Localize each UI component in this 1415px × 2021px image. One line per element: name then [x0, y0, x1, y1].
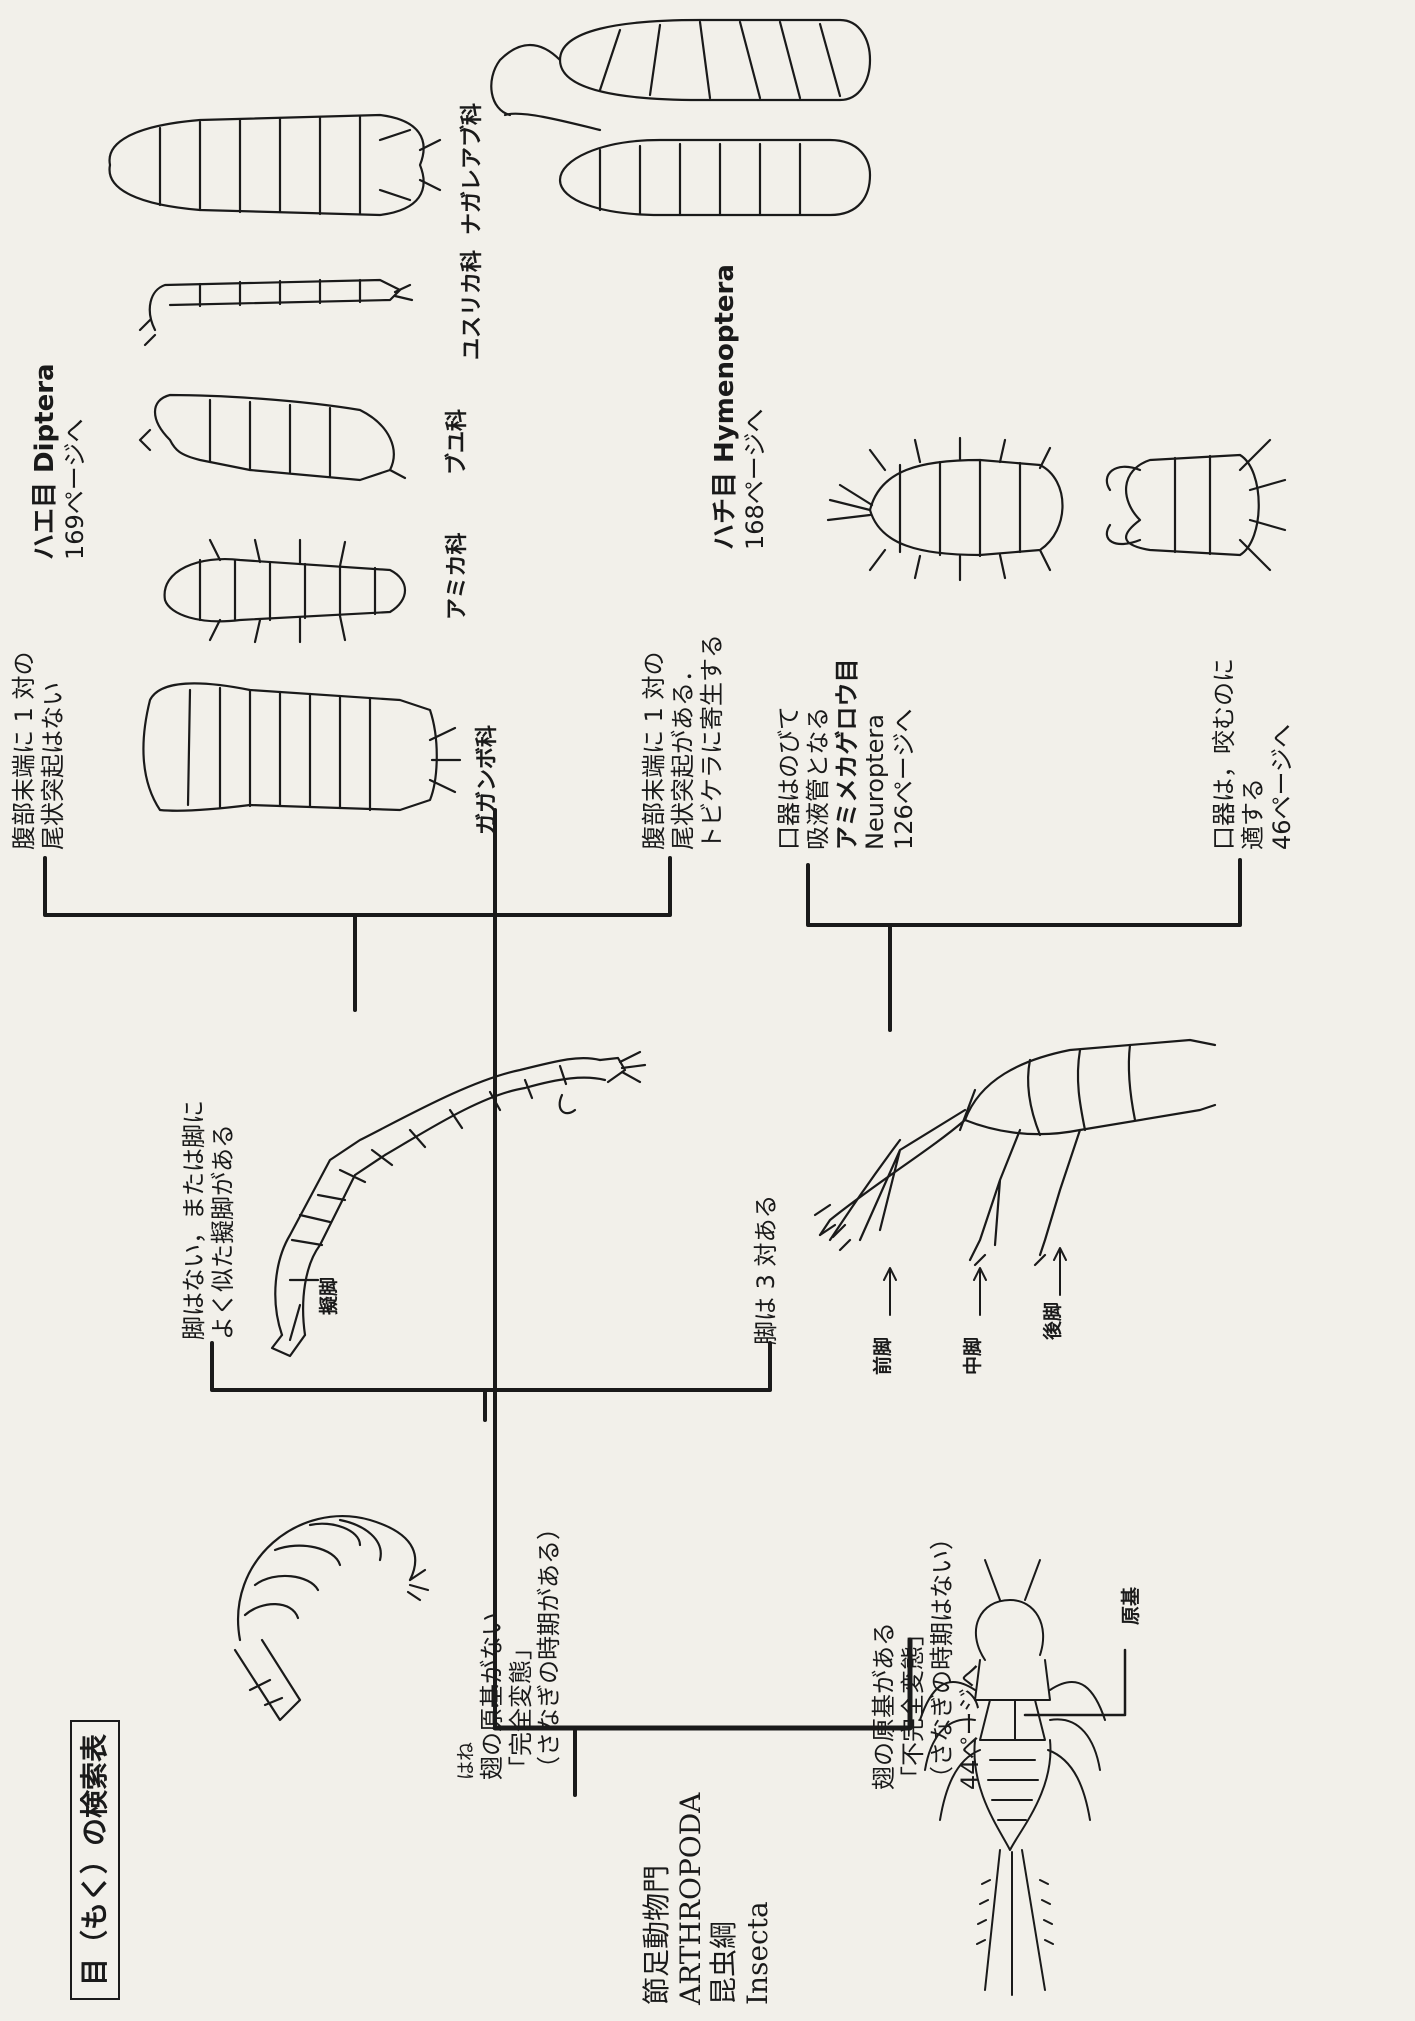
family-label-buyu: ブユ科: [445, 409, 471, 475]
neuroptera-label: 口器はのびて 吸液管となる アミメカゲロウ目 Neuroptera 126ページ…: [775, 658, 919, 850]
proleg-callout: 擬脚: [318, 1277, 341, 1315]
diptera-order-label: ハエ目 Diptera 169ページへ: [30, 363, 90, 560]
family-label-nagareabu: ナガレアブ科: [460, 103, 486, 235]
biting-mouthparts-label: 口器は，咬むのに 適する 46ページへ: [1210, 658, 1296, 850]
neuroptera-larva-drawing: [828, 438, 1063, 580]
hymenoptera-drawings: [491, 20, 870, 215]
diptera-name: ハエ目 Diptera: [30, 363, 61, 560]
family-label-amika: アミカ科: [445, 532, 471, 620]
legs-absent-label: 脚はない，または脚に よく似た擬脚がある: [180, 1100, 238, 1340]
wing-buds-present-label: 翅の原基がある 「不完全変態」 （さなぎの時期はない） 44ページへ: [870, 1526, 985, 1790]
three-pairs-legs-drawing: [815, 1040, 1215, 1315]
curled-larva-drawing: [235, 1516, 428, 1720]
phylum-label: 節足動物門: [640, 1793, 674, 2005]
hindleg-callout: 後脚: [1042, 1302, 1065, 1340]
page-title: 目（もく）の検索表: [70, 1720, 120, 2000]
hymenoptera-name: ハチ目 Hymenoptera: [710, 264, 741, 550]
neuroptera-page: 126ページへ: [890, 658, 919, 850]
biting-head-drawing: [1107, 440, 1285, 570]
root-taxon-label: 節足動物門 ARTHROPODA 昆虫綱 Insecta: [640, 1793, 774, 2005]
wing-buds-absent-label: はね 翅の原基がない 「完全変態」 （さなぎの時期がある）: [455, 1516, 564, 1780]
class-latin: Insecta: [741, 1793, 775, 2005]
hymenoptera-order-label: ハチ目 Hymenoptera 168ページへ: [710, 264, 770, 550]
phylum-latin: ARTHROPODA: [674, 1793, 708, 2005]
family-label-gagambo: ガガンボ科: [475, 725, 501, 835]
hymenoptera-key-label: 腹部末端に 1 対の 尾状突起がある． トビケラに寄生する: [640, 634, 726, 850]
class-label: 昆虫綱: [707, 1793, 741, 2005]
wing-ruby: はね: [455, 1516, 478, 1780]
diptera-page: 169ページへ: [61, 363, 90, 560]
legs-present-label: 脚は 3 対ある: [752, 1194, 781, 1345]
biting-page: 46ページへ: [1268, 658, 1297, 850]
wing-bud-callout: 原基: [1120, 1587, 1143, 1625]
hymenoptera-page: 168ページへ: [741, 264, 770, 550]
diptera-larvae-drawings: [110, 115, 460, 811]
neuroptera-name: アミメカゲロウ目: [833, 658, 862, 850]
foreleg-callout: 前脚: [872, 1337, 895, 1375]
midleg-callout: 中脚: [962, 1337, 985, 1375]
diptera-key-label: 腹部末端に 1 対の 尾状突起はない: [10, 651, 68, 850]
family-label-yusurika: ユスリカ科: [460, 250, 486, 360]
neuroptera-latin: Neuroptera: [861, 658, 890, 850]
